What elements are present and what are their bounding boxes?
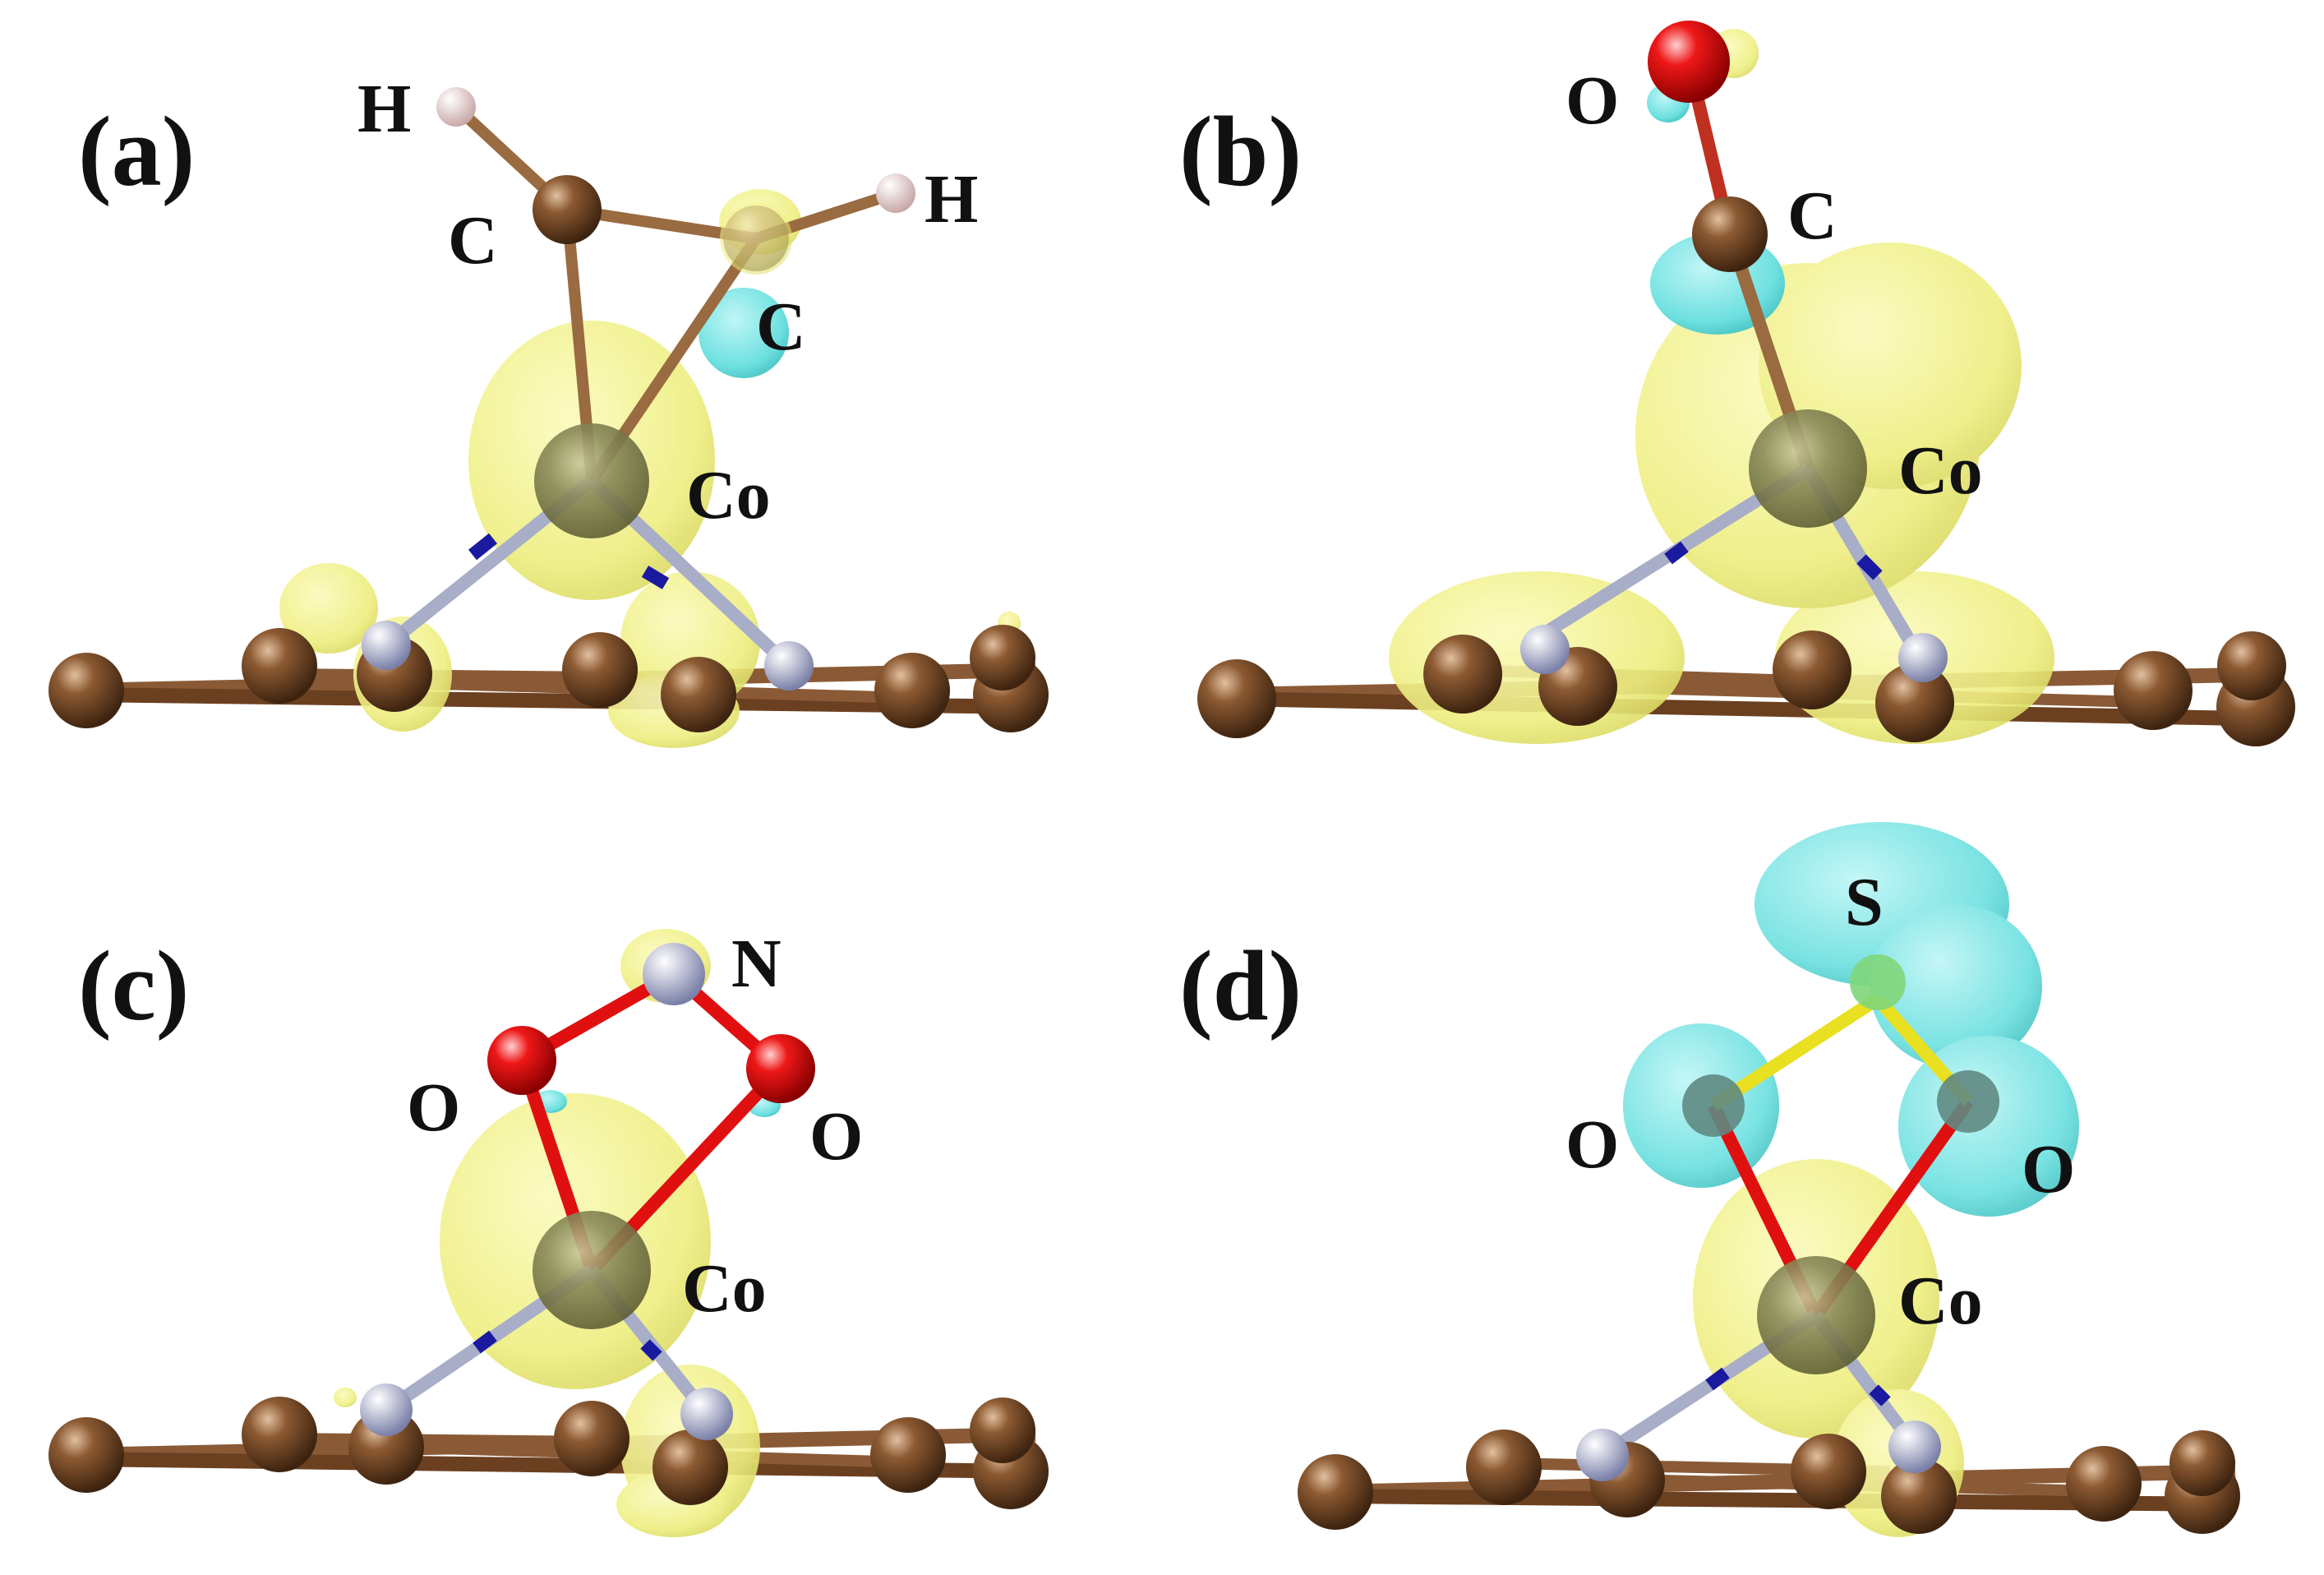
carbon-atoms (48, 1397, 1049, 1509)
atom-label-o: O (1565, 1106, 1619, 1183)
atom-label-h: H (357, 71, 411, 147)
panel-c: (c) N O O Co (48, 926, 1049, 1537)
atom-label-o: O (2022, 1131, 2075, 1208)
atom-label-co: Co (682, 1250, 767, 1327)
nitrogen-atoms (360, 1383, 733, 1440)
atom-label-o: O (407, 1069, 460, 1146)
panel-label: (c) (78, 931, 189, 1042)
panel-label: (d) (1179, 931, 1302, 1042)
atom-label-co: Co (1898, 1263, 1983, 1339)
cobalt-atom (534, 423, 649, 538)
panel-label: (a) (78, 96, 195, 207)
atom-label-o: O (1565, 62, 1619, 139)
panel-a: (a) H H C C Co (48, 71, 1049, 748)
adsorbate-atoms (487, 943, 815, 1103)
atom-label-s: S (1845, 864, 1884, 940)
atom-label-co: Co (1898, 432, 1983, 509)
atom-label-h: H (925, 161, 978, 238)
atom-label-o: O (809, 1098, 863, 1175)
adsorbate-atoms (1682, 954, 1999, 1137)
panel-label: (b) (1179, 96, 1302, 207)
panel-d: (d) S O O Co (1179, 822, 2240, 1537)
nitrogen-atoms (1576, 1420, 1941, 1481)
nitrogen-atoms (362, 621, 814, 691)
cobalt-atom (1749, 409, 1867, 528)
graphene-sheet (81, 663, 1036, 714)
nitrogen-atoms (1520, 625, 1948, 682)
atom-label-co: Co (686, 457, 771, 533)
atom-label-c: C (756, 289, 806, 365)
carbon-atoms (1298, 1430, 2240, 1534)
panel-b: (b) O C Co (1179, 21, 2295, 746)
atom-label-c: C (448, 202, 498, 279)
cobalt-atom (533, 1211, 651, 1329)
adsorbate-atoms (436, 87, 915, 275)
atom-label-c: C (1787, 178, 1838, 254)
charge-accumulation-isosurface (1389, 29, 2054, 744)
cobalt-atom (1757, 1256, 1875, 1374)
atom-label-n: N (731, 926, 782, 1002)
adsorbate-atoms (1648, 21, 1768, 272)
charge-depletion-isosurface (699, 288, 789, 378)
